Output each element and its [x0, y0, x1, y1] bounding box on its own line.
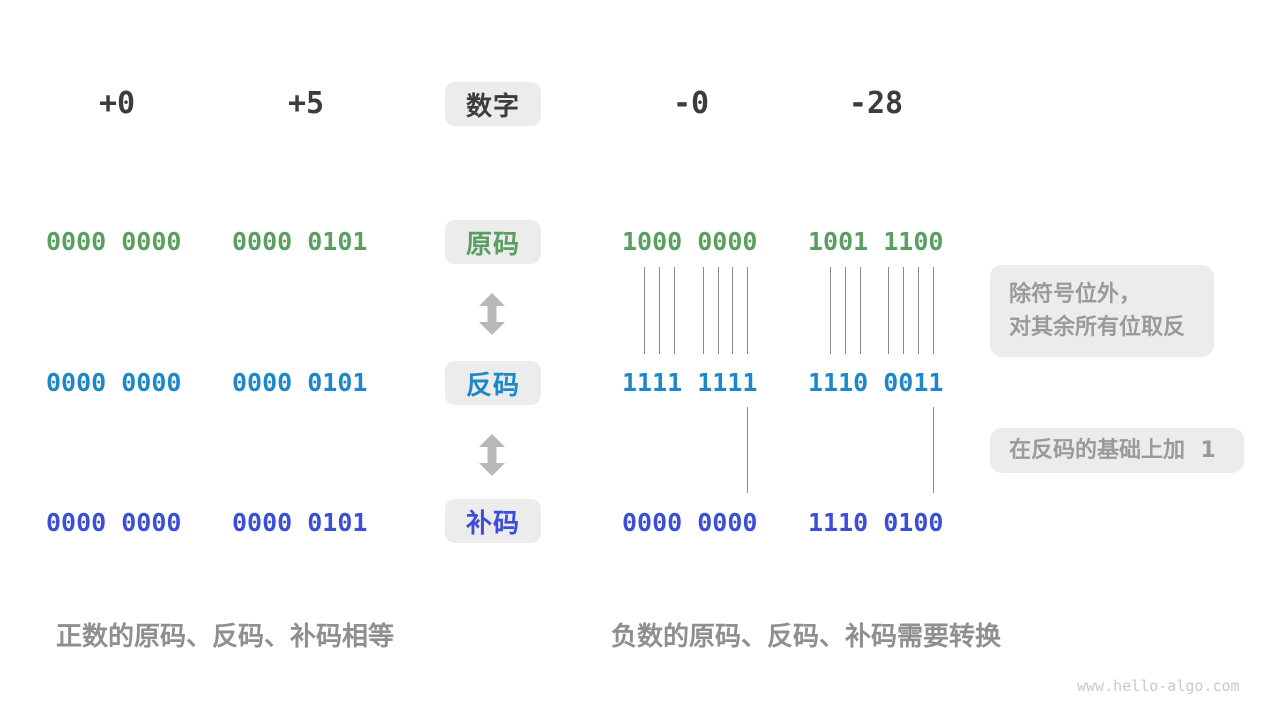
connector-line	[933, 407, 934, 493]
connector-line	[674, 267, 675, 354]
connector-line	[845, 267, 846, 354]
connector-line	[644, 267, 645, 354]
number-label-badge: 数字	[445, 82, 541, 126]
header-number-plus0: +0	[98, 86, 136, 121]
sign-magnitude-value-minus28: 1001 1100	[808, 227, 944, 256]
twos-complement-value-plus0: 0000 0000	[46, 508, 182, 537]
sign-magnitude-value-plus0: 0000 0000	[46, 227, 182, 256]
connector-line	[718, 267, 719, 354]
twos-complement-value-minus0: 0000 0000	[622, 508, 758, 537]
positive-numbers-caption: 正数的原码、反码、补码相等	[56, 622, 395, 652]
connector-line	[703, 267, 704, 354]
ones-complement-value-plus5: 0000 0101	[232, 368, 368, 397]
twos-complement-value-plus5: 0000 0101	[232, 508, 368, 537]
header-number-plus5: +5	[287, 86, 325, 121]
connector-line	[918, 267, 919, 354]
connector-line	[747, 407, 748, 493]
watermark: www.hello-algo.com	[1077, 677, 1240, 695]
connector-line	[888, 267, 889, 354]
ones-complement-value-minus28: 1110 0011	[808, 368, 944, 397]
invert-bits-note: 除符号位外， 对其余所有位取反	[990, 265, 1214, 357]
connector-line	[732, 267, 733, 354]
ones-complement-badge: 反码	[445, 361, 541, 405]
negative-numbers-caption: 负数的原码、反码、补码需要转换	[611, 622, 1002, 652]
connector-line	[659, 267, 660, 354]
connector-line	[933, 267, 934, 354]
connector-line	[903, 267, 904, 354]
sign-magnitude-value-plus5: 0000 0101	[232, 227, 368, 256]
sign-magnitude-badge: 原码	[445, 220, 541, 264]
add-one-note: 在反码的基础上加 1	[990, 428, 1244, 473]
sign-magnitude-value-minus0: 1000 0000	[622, 227, 758, 256]
header-number-minus0: -0	[672, 86, 710, 121]
double-arrow-icon	[479, 434, 505, 476]
connector-line	[830, 267, 831, 354]
connector-line	[860, 267, 861, 354]
double-arrow-icon	[479, 293, 505, 335]
twos-complement-value-minus28: 1110 0100	[808, 508, 944, 537]
header-number-minus28: -28	[848, 86, 904, 121]
connector-line	[747, 267, 748, 354]
ones-complement-value-minus0: 1111 1111	[622, 368, 758, 397]
ones-complement-value-plus0: 0000 0000	[46, 368, 182, 397]
twos-complement-badge: 补码	[445, 499, 541, 543]
